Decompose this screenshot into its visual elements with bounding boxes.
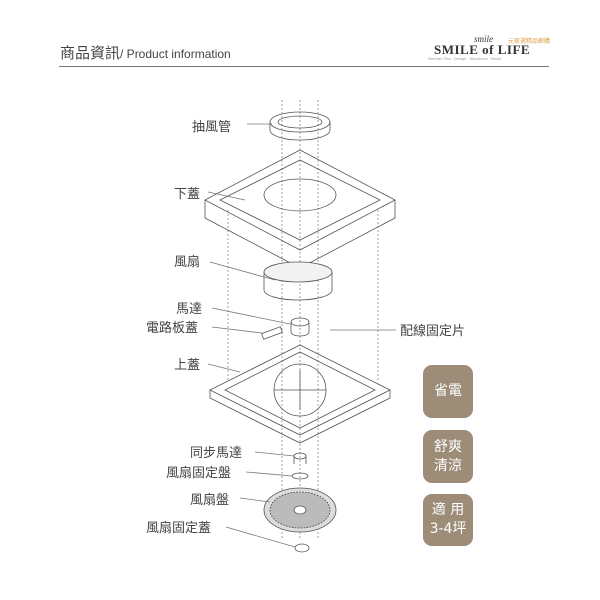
- label-circuit-cover: 電路板蓋: [146, 321, 199, 336]
- sync-motor-shape: [293, 452, 307, 464]
- badge-text: 3-4坪: [429, 521, 467, 537]
- fan-shape: [263, 261, 333, 301]
- label-fan-fix-cap: 風扇固定蓋: [146, 521, 212, 536]
- badge-power-saving: 省電: [423, 365, 473, 418]
- leader-lines: [207, 123, 396, 548]
- label-upper-cover: 上蓋: [174, 358, 201, 373]
- logo-tagline: Member Plan · Design · Wholesale · Retai…: [428, 57, 501, 61]
- upper-cover-shape: [209, 344, 391, 444]
- label-lower-cover: 下蓋: [174, 187, 201, 202]
- badge-room-size: 適 用 3-4坪: [423, 494, 473, 546]
- label-fan-fix-plate: 風扇固定盤: [166, 466, 232, 481]
- title-cn: 商品資訊: [60, 44, 121, 62]
- guide-lines: [227, 100, 379, 540]
- motor-shape: [290, 317, 310, 337]
- fan-plate-shape: [263, 487, 337, 533]
- exhaust-pipe-shape: [269, 111, 331, 141]
- badge-text: 省電: [434, 383, 462, 399]
- header-divider: [59, 66, 549, 67]
- badge-text: 清涼: [434, 457, 462, 474]
- title-en: / Product information: [120, 47, 231, 61]
- circuit-cover-shape: [261, 326, 283, 340]
- brand-logo: smile 元家選精品郵購 SMILE of LIFE Member Plan …: [428, 34, 551, 64]
- logo-script: smile: [474, 34, 493, 44]
- logo-cn: 元家選精品郵購: [508, 38, 551, 45]
- label-fan-plate: 風扇盤: [190, 493, 230, 508]
- badge-text: 適 用: [431, 502, 465, 518]
- badge-text: 舒爽: [434, 438, 462, 455]
- badge-cool-comfort: 舒爽清涼: [423, 430, 473, 483]
- label-wiring-clip: 配線固定片: [400, 324, 466, 339]
- label-exhaust-pipe: 抽風管: [192, 120, 232, 135]
- page-title: 商品資訊/ Product information: [60, 42, 231, 63]
- label-fan: 風扇: [174, 255, 201, 270]
- logo-main: SMILE of LIFE: [434, 42, 531, 57]
- fan-fix-cap-shape: [294, 543, 310, 553]
- label-motor: 馬達: [176, 302, 203, 317]
- label-sync-motor: 同步馬達: [190, 446, 243, 461]
